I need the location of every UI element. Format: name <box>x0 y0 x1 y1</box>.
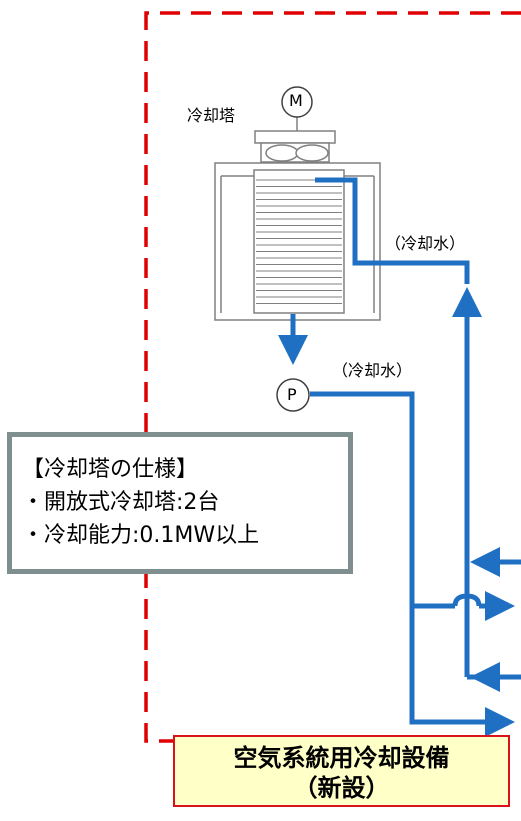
spec-tower-count: ・開放式冷却塔:2台 <box>22 490 220 515</box>
facility-label-box: 空気系統用冷却設備 （新設） <box>173 735 510 807</box>
pump-icon <box>276 378 310 412</box>
cooling-tower-label: 冷却塔 <box>187 106 236 125</box>
motor-symbol-label: M <box>289 91 303 110</box>
facility-status: （新設） <box>293 774 390 802</box>
cooling-water-pipes <box>278 177 521 737</box>
supply-branch-hop <box>452 593 482 607</box>
return-water-pipe <box>315 177 470 284</box>
spec-capacity: ・冷却能力:0.1MW以上 <box>22 523 260 548</box>
facility-name: 空気系統用冷却設備 <box>233 744 450 772</box>
cooling-tower-spec-box: 【冷却塔の仕様】 ・開放式冷却塔:2台 ・冷却能力:0.1MW以上 <box>7 432 353 574</box>
supply-water-pipe <box>310 391 515 737</box>
spec-title: 【冷却塔の仕様】 <box>22 457 199 482</box>
supply-water-label: （冷却水） <box>332 361 413 380</box>
motor-icon <box>281 86 313 118</box>
facility-boundary-line <box>144 11 521 743</box>
return-water-label: （冷却水） <box>385 234 466 253</box>
pump-symbol-label: P <box>287 385 297 404</box>
